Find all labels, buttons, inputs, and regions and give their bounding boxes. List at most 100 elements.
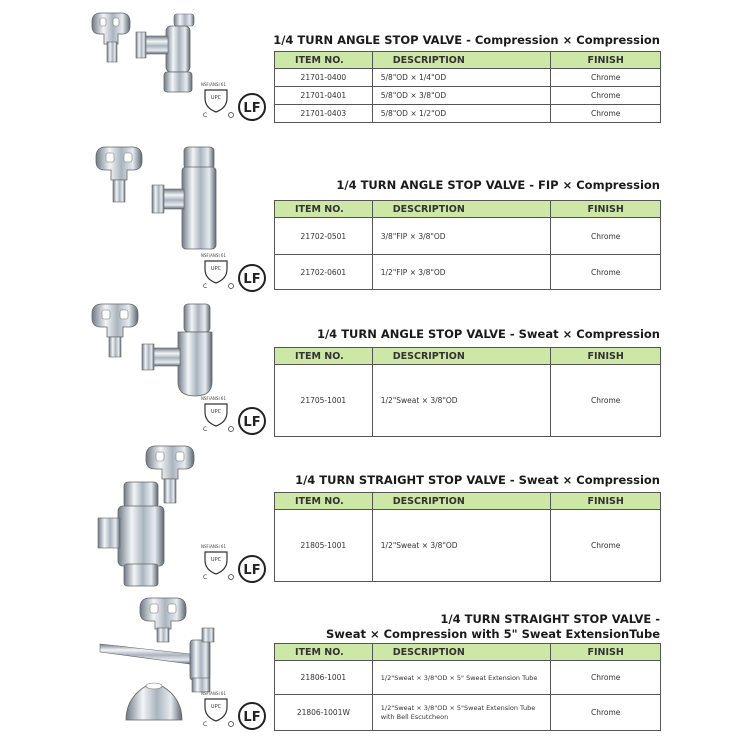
svg-text:UPC: UPC [211, 409, 222, 415]
description-cell: 1/2"Sweat × 3/8"OD × 5"Sweat Extension T… [371, 694, 552, 731]
svg-text:C: C [203, 283, 207, 289]
table-row: 21701-0403 5/8"OD × 1/2"OD Chrome [274, 104, 661, 123]
svg-text:UPC: UPC [211, 266, 222, 272]
svg-text:UPC: UPC [211, 95, 222, 101]
item-number: 21805-1001 [274, 509, 373, 582]
table-header-row: ITEM NO. DESCRIPTION FINISH [274, 200, 661, 218]
section-title-line-2: Sweat × Compression with 5" Sweat Extens… [325, 627, 660, 641]
header-description: DESCRIPTION [371, 200, 552, 218]
description-line-2: with Bell Escutcheon [380, 712, 449, 721]
svg-text:C: C [203, 112, 207, 118]
lead-free-icon: LF [237, 406, 267, 436]
table-row: 21806-1001 1/2"Sweat × 3/8"OD × 5" Sweat… [274, 660, 661, 695]
header-description: DESCRIPTION [371, 492, 552, 510]
angle-stop-valve-fip-image [95, 146, 217, 250]
finish-cell: Chrome [550, 364, 661, 437]
header-item-no: ITEM NO. [274, 200, 373, 218]
spec-table: ITEM NO. DESCRIPTION FINISH 21806-1001 1… [274, 643, 661, 731]
item-number: 21806-1001 [274, 660, 373, 695]
svg-text:C: C [203, 721, 207, 727]
header-finish: FINISH [550, 200, 661, 218]
item-number: 21701-0401 [274, 86, 373, 105]
header-finish: FINISH [550, 51, 661, 69]
spec-table: ITEM NO. DESCRIPTION FINISH 21805-1001 1… [274, 492, 661, 582]
header-description: DESCRIPTION [371, 347, 552, 365]
svg-text:LF: LF [243, 415, 260, 430]
table-row: 21805-1001 1/2"Sweat × 3/8"OD Chrome [274, 509, 661, 582]
description-cell: 1/2"Sweat × 3/8"OD × 5" Sweat Extension … [371, 660, 552, 695]
table-header-row: ITEM NO. DESCRIPTION FINISH [274, 51, 661, 69]
description-cell: 5/8"OD × 1/2"OD [371, 104, 552, 123]
header-item-no: ITEM NO. [274, 492, 373, 510]
description-cell: 3/8"FIP × 3/8"OD [371, 217, 552, 255]
lead-free-icon: LF [237, 92, 267, 122]
lead-free-icon: LF [237, 263, 267, 293]
svg-text:UPC: UPC [211, 557, 222, 563]
header-finish: FINISH [550, 347, 661, 365]
table-header-row: ITEM NO. DESCRIPTION FINISH [274, 643, 661, 661]
section-title: 1/4 TURN ANGLE STOP VALVE - Sweat × Comp… [316, 327, 660, 341]
angle-stop-valve-sweat-image [91, 303, 213, 397]
header-finish: FINISH [550, 492, 661, 510]
straight-stop-valve-extension-tube-image [99, 597, 215, 721]
straight-stop-valve-image [97, 445, 195, 587]
description-cell: 1/2"Sweat × 3/8"OD [371, 364, 552, 437]
table-row: 21702-0501 3/8"FIP × 3/8"OD Chrome [274, 217, 661, 255]
description-cell: 5/8"OD × 1/4"OD [371, 68, 552, 87]
section-title: 1/4 TURN ANGLE STOP VALVE - Compression … [273, 33, 660, 47]
item-number: 21701-0400 [274, 68, 373, 87]
header-description: DESCRIPTION [371, 643, 552, 661]
table-row: 21702-0601 1/2"FIP × 3/8"OD Chrome [274, 254, 661, 290]
table-header-row: ITEM NO. DESCRIPTION FINISH [274, 492, 661, 510]
item-number: 21705-1001 [274, 364, 373, 437]
svg-text:C: C [203, 426, 207, 432]
description-line-1: 1/2"Sweat × 3/8"OD × 5"Sweat Extension T… [380, 703, 536, 712]
finish-cell: Chrome [550, 254, 661, 290]
description-cell: 1/2"FIP × 3/8"OD [371, 254, 552, 290]
finish-cell: Chrome [550, 104, 661, 123]
svg-text:UPC: UPC [211, 704, 222, 710]
finish-cell: Chrome [550, 86, 661, 105]
svg-text:LF: LF [243, 272, 260, 287]
header-item-no: ITEM NO. [274, 643, 373, 661]
description-cell: 5/8"OD × 3/8"OD [371, 86, 552, 105]
finish-cell: Chrome [550, 509, 661, 582]
angle-stop-valve-image [91, 12, 195, 93]
description-cell: 1/2"Sweat × 3/8"OD [371, 509, 552, 582]
item-number: 21701-0403 [274, 104, 373, 123]
item-number: 21702-0501 [274, 217, 373, 255]
table-row: 21701-0401 5/8"OD × 3/8"OD Chrome [274, 86, 661, 105]
table-header-row: ITEM NO. DESCRIPTION FINISH [274, 347, 661, 365]
spec-table: ITEM NO. DESCRIPTION FINISH 21705-1001 1… [274, 347, 661, 437]
svg-text:LF: LF [243, 563, 260, 578]
finish-cell: Chrome [550, 660, 661, 695]
header-finish: FINISH [550, 643, 661, 661]
table-row: 21806-1001W 1/2"Sweat × 3/8"OD × 5"Sweat… [274, 694, 661, 731]
lead-free-icon: LF [237, 701, 267, 731]
table-row: 21705-1001 1/2"Sweat × 3/8"OD Chrome [274, 364, 661, 437]
header-item-no: ITEM NO. [274, 347, 373, 365]
item-number: 21806-1001W [274, 694, 373, 731]
spec-table: ITEM NO. DESCRIPTION FINISH 21702-0501 3… [274, 200, 661, 290]
table-row: 21701-0400 5/8"OD × 1/4"OD Chrome [274, 68, 661, 87]
section-title: 1/4 TURN ANGLE STOP VALVE - FIP × Compre… [336, 178, 660, 192]
section-title-line-1: 1/4 TURN STRAIGHT STOP VALVE - [440, 612, 660, 626]
finish-cell: Chrome [550, 68, 661, 87]
spec-table: ITEM NO. DESCRIPTION FINISH 21701-0400 5… [274, 51, 661, 123]
lead-free-icon: LF [237, 554, 267, 584]
finish-cell: Chrome [550, 694, 661, 731]
